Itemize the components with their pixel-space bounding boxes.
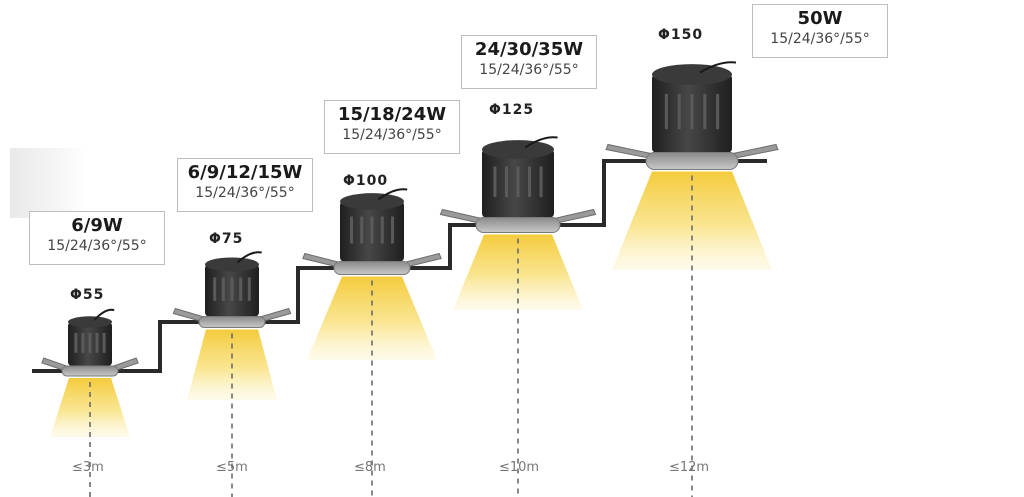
power-cable — [699, 61, 737, 74]
heat-sink-fin — [81, 333, 85, 353]
power-cable — [236, 251, 262, 264]
power-label: 24/30/35W — [474, 39, 584, 60]
heat-sink-fin — [716, 94, 720, 130]
distance-label-d150: ≤12m — [669, 460, 710, 475]
light-beam-icon — [50, 378, 130, 437]
trim-ring — [333, 261, 411, 275]
heat-sink-fin — [664, 94, 668, 130]
power-label: 6/9W — [71, 215, 123, 236]
heat-sink-fin — [102, 333, 106, 353]
heat-sink-fin — [221, 277, 225, 301]
diameter-label-d150: Φ150 — [658, 27, 704, 43]
heat-sink-fin — [230, 277, 234, 301]
heat-sink-fin — [213, 277, 217, 301]
heat-sink-fin — [539, 166, 543, 198]
heat-sink-fin — [74, 333, 78, 353]
heat-sink-fin — [380, 216, 384, 244]
diameter-label-d125: Φ125 — [489, 102, 535, 118]
diameter-label-d55: Φ55 — [70, 287, 105, 303]
beam-angle-label: 15/24/36°/55° — [770, 31, 870, 47]
heat-sink-fin — [516, 166, 520, 198]
trim-ring — [475, 217, 561, 233]
power-label: 50W — [797, 8, 843, 29]
beam-angle-label: 15/24/36°/55° — [195, 185, 295, 201]
downlight-icon — [302, 188, 442, 275]
power-cable — [524, 136, 558, 149]
heat-sink-fin — [690, 94, 694, 130]
distance-label-d125: ≤10m — [499, 460, 540, 475]
heat-sink-fin — [504, 166, 508, 198]
diameter-label-d75: Φ75 — [209, 231, 244, 247]
power-cable — [93, 308, 115, 321]
beam-angle-label: 15/24/36°/55° — [342, 127, 442, 143]
power-cable — [377, 188, 408, 201]
heat-sink-fin — [370, 216, 374, 244]
heat-sink-top — [205, 257, 259, 272]
heat-sink-fin — [390, 216, 394, 244]
spec-box-d125: 24/30/35W 15/24/36°/55° — [461, 35, 597, 89]
spec-box-d150: 50W 15/24/36°/55° — [752, 4, 888, 58]
heat-sink-fin — [88, 333, 92, 353]
distance-label-d100: ≤8m — [354, 460, 386, 475]
heat-sink-fin — [95, 333, 99, 353]
heat-sink-fin — [493, 166, 497, 198]
light-beam-icon — [307, 276, 437, 360]
heat-sink-top — [68, 316, 112, 328]
trim-ring — [645, 152, 739, 170]
heat-sink-top — [652, 64, 732, 85]
downlight-icon — [439, 136, 597, 233]
beam-angle-label: 15/24/36°/55° — [479, 62, 579, 78]
heat-sink-fin — [360, 216, 364, 244]
spec-box-d100: 15/18/24W 15/24/36°/55° — [324, 100, 460, 154]
spec-box-d75: 6/9/12/15W 15/24/36°/55° — [177, 158, 313, 212]
spec-box-d55: 6/9W 15/24/36°/55° — [29, 211, 165, 265]
downlight-icon — [605, 61, 779, 170]
diameter-label-d100: Φ100 — [343, 173, 389, 189]
trim-ring — [61, 365, 119, 377]
heat-sink-fin — [528, 166, 532, 198]
light-beam-icon — [612, 171, 772, 270]
heat-sink-fin — [703, 94, 707, 130]
power-label: 6/9/12/15W — [187, 162, 303, 183]
trim-ring — [198, 316, 266, 328]
heat-sink-top — [482, 140, 554, 159]
heat-sink-fin — [350, 216, 354, 244]
downlight-icon — [172, 251, 292, 328]
distance-label-d55: ≤3m — [72, 460, 104, 475]
heat-sink-fin — [247, 277, 251, 301]
heat-sink-fin — [239, 277, 243, 301]
downlight-icon — [41, 308, 139, 377]
power-label: 15/18/24W — [337, 104, 447, 125]
heat-sink-fin — [677, 94, 681, 130]
beam-angle-label: 15/24/36°/55° — [47, 238, 147, 254]
distance-label-d75: ≤5m — [216, 460, 248, 475]
heat-sink-top — [340, 193, 404, 210]
background-shade — [10, 148, 85, 218]
